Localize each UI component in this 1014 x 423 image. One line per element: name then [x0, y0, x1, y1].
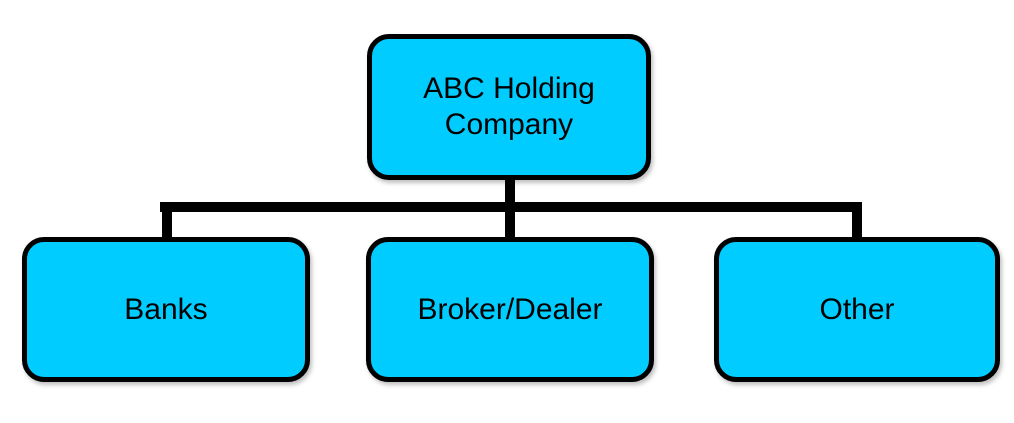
node-other: Other	[714, 237, 1000, 382]
node-label-root: ABC Holding Company	[423, 72, 595, 141]
node-label-broker-dealer: Broker/Dealer	[417, 292, 603, 326]
node-banks: Banks	[22, 237, 310, 382]
node-broker-dealer: Broker/Dealer	[366, 237, 654, 382]
node-label-other: Other	[819, 292, 895, 326]
node-abc-holding-company: ABC Holding Company	[367, 34, 651, 180]
node-label-banks: Banks	[124, 292, 208, 326]
